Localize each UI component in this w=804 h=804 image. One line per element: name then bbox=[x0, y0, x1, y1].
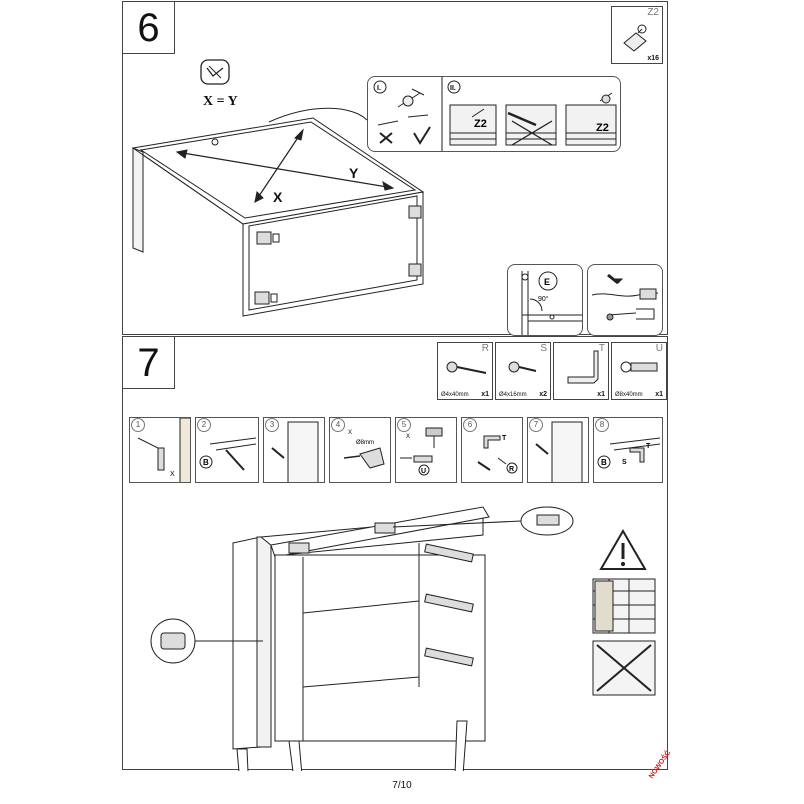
substep-number: 1 bbox=[131, 418, 145, 432]
hardware-s-box: S Ø4x16mm x2 bbox=[495, 342, 551, 400]
screw-s-icon bbox=[508, 361, 537, 373]
hardware-letter: R bbox=[481, 343, 489, 354]
substep-2-drawing: B bbox=[199, 437, 257, 471]
substep-8: 8 B S T bbox=[593, 417, 663, 483]
step-number: 6 bbox=[123, 2, 175, 54]
screwdriver-hand-icon bbox=[591, 273, 659, 321]
hardware-size: Ø4x40mm bbox=[441, 392, 469, 398]
substep-s-label: S bbox=[622, 459, 627, 466]
drill-size-label: Ø8mm bbox=[356, 440, 374, 446]
detail-panel-e: E 90° bbox=[507, 264, 583, 336]
connector-z2-icon bbox=[623, 24, 647, 52]
detail-z2-left: Z2 bbox=[474, 118, 487, 130]
hardware-z2-box: Z2 x16 bbox=[611, 6, 663, 64]
step-7-panel: 7 R Ø4x40mm x1 S Ø4x16mm x2 T x1 U Ø8x40… bbox=[122, 336, 668, 771]
hardware-t-box: T x1 bbox=[553, 342, 609, 400]
detail-e-drawing: E 90° bbox=[521, 271, 582, 335]
detail-e-letter: E bbox=[544, 277, 550, 287]
detail-panel-screwdriver bbox=[587, 264, 663, 336]
substep-number: 2 bbox=[197, 418, 211, 432]
substep-1: 1 X bbox=[129, 417, 191, 483]
diag-x-label: X bbox=[273, 189, 283, 205]
substep-5: 5 X U bbox=[395, 417, 457, 483]
substep-x-label: X bbox=[170, 471, 175, 478]
screw-r-icon bbox=[446, 361, 487, 374]
substep-b-label: B bbox=[203, 458, 209, 467]
hardware-qty: x16 bbox=[647, 55, 659, 62]
wall-plug-u-icon bbox=[620, 361, 658, 373]
substep-1-drawing: X bbox=[137, 418, 190, 482]
substep-number: 3 bbox=[265, 418, 279, 432]
detail-drawing: I. II. Z2 Z2 bbox=[373, 77, 617, 151]
substep-6: 6 T R bbox=[461, 417, 523, 483]
substep-6-drawing: T R bbox=[477, 435, 518, 474]
substep-t-label: T bbox=[502, 435, 507, 442]
cabinet-drawing bbox=[150, 506, 656, 771]
drill-icon: X Ø8mm bbox=[343, 430, 385, 469]
substep-number: 5 bbox=[397, 418, 411, 432]
substep-2: 2 B bbox=[195, 417, 259, 483]
substep-3: 3 bbox=[263, 417, 325, 483]
equation-label: X = Y bbox=[203, 94, 238, 109]
detail-e-angle: 90° bbox=[538, 295, 549, 303]
bracket-t-icon bbox=[567, 350, 599, 384]
substep-u-label: U bbox=[421, 468, 426, 475]
hardware-qty: x1 bbox=[597, 391, 605, 398]
substep-8-drawing: B S T bbox=[597, 437, 661, 469]
diag-y-label: Y bbox=[349, 165, 359, 181]
substep-number: 7 bbox=[529, 418, 543, 432]
substep-7-drawing bbox=[535, 421, 583, 482]
substep-number: 6 bbox=[463, 418, 477, 432]
substep-number: 8 bbox=[595, 418, 609, 432]
hardware-size: Ø4x16mm bbox=[499, 392, 527, 398]
hardware-letter: Z2 bbox=[647, 7, 659, 18]
page-number: 7/10 bbox=[392, 780, 412, 791]
hardware-size: Ø8x40mm bbox=[615, 392, 643, 398]
hardware-letter: U bbox=[655, 343, 663, 354]
substep-b-label: B bbox=[601, 458, 607, 467]
detail-panel-one-two: I. II. Z2 Z2 bbox=[367, 76, 621, 152]
substep-4: 4 X Ø8mm bbox=[329, 417, 391, 483]
step-6-panel: 6 Z2 x16 X = Y bbox=[122, 1, 668, 336]
diagonal-check-icon bbox=[200, 59, 230, 85]
substep-t-label: T bbox=[646, 443, 651, 450]
substep-number: 4 bbox=[331, 418, 345, 432]
carcass-drawing: X Y bbox=[131, 107, 425, 317]
hardware-r-box: R Ø4x40mm x1 bbox=[437, 342, 493, 400]
detail-z2-right: Z2 bbox=[596, 122, 609, 134]
substep-3-drawing bbox=[271, 421, 319, 482]
step-number: 7 bbox=[123, 337, 175, 389]
hardware-letter: T bbox=[598, 343, 605, 354]
substep-7: 7 bbox=[527, 417, 589, 483]
hardware-u-box: U Ø8x40mm x1 bbox=[611, 342, 667, 400]
substep-x-label: X bbox=[406, 434, 410, 440]
substep-5-drawing: X U bbox=[400, 427, 443, 476]
hardware-qty: x1 bbox=[481, 391, 489, 398]
hardware-letter: S bbox=[540, 343, 547, 354]
hardware-qty: x2 bbox=[539, 391, 547, 398]
detail-roman-one: I. bbox=[377, 85, 381, 92]
substep-x-label: X bbox=[348, 430, 352, 436]
substep-r-label: R bbox=[509, 466, 514, 473]
detail-roman-two: II. bbox=[450, 85, 456, 92]
hardware-qty: x1 bbox=[655, 391, 663, 398]
